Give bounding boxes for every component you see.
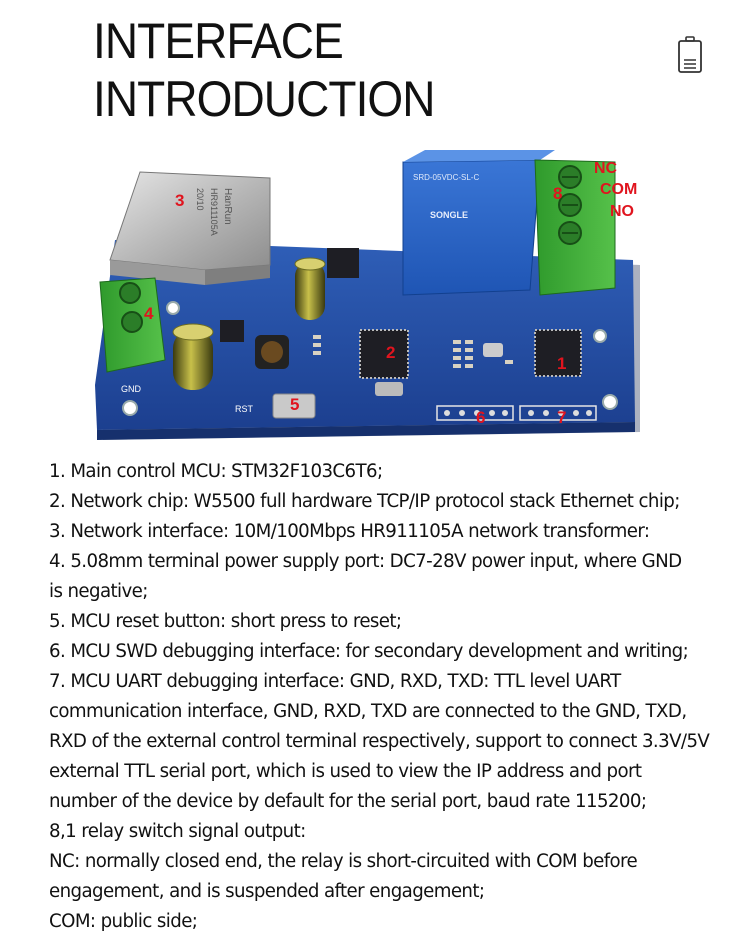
desc-line: is negative;: [49, 581, 148, 602]
desc-line: 6. MCU SWD debugging interface: for seco…: [49, 641, 689, 662]
battery-icon: [676, 36, 704, 74]
gnd-text: GND: [121, 384, 142, 394]
rst-text: RST: [235, 404, 254, 414]
relay-brand-text: SONGLE: [430, 210, 468, 220]
desc-line: COM: public side;: [49, 911, 198, 932]
callout-6: 6: [476, 408, 486, 427]
jack-model-text: HR911105A: [209, 188, 219, 236]
desc-line: 1. Main control MCU: STM32F103C6T6;: [49, 461, 383, 482]
desc-line: NC: normally closed end, the relay is sh…: [49, 851, 638, 872]
callout-4: 4: [144, 304, 154, 323]
desc-line: external TTL serial port, which is used …: [49, 761, 642, 782]
callout-nc: NC: [594, 160, 618, 177]
desc-line: RXD of the external control terminal res…: [49, 731, 710, 752]
page-title: INTERFACE INTRODUCTION: [93, 12, 436, 128]
desc-line: 7. MCU UART debugging interface: GND, RX…: [49, 671, 621, 692]
desc-line: 3. Network interface: 10M/100Mbps HR9111…: [49, 521, 650, 542]
jack-brand-text: HanRun: [222, 188, 233, 225]
callout-8: 8: [553, 184, 563, 203]
desc-line: 5. MCU reset button: short press to rese…: [49, 611, 402, 632]
pcb-board-photo: HanRun HR911105A 20/10 SRD-05VDC-SL-C SO…: [85, 150, 655, 450]
callout-com: COM: [600, 181, 638, 198]
relay-model-text: SRD-05VDC-SL-C: [413, 173, 479, 182]
desc-line: engagement, and is suspended after engag…: [49, 881, 485, 902]
callout-2: 2: [386, 343, 396, 362]
callout-5: 5: [290, 395, 300, 414]
desc-line: 8,1 relay switch signal output:: [49, 821, 306, 842]
callout-no: NO: [610, 203, 634, 220]
desc-line: communication interface, GND, RXD, TXD a…: [49, 701, 687, 722]
title-line-1: INTERFACE: [93, 13, 344, 69]
pcb-illustration: HanRun HR911105A 20/10 SRD-05VDC-SL-C SO…: [95, 150, 640, 440]
callout-3: 3: [175, 191, 185, 210]
callout-1: 1: [557, 354, 567, 373]
desc-line: 2. Network chip: W5500 full hardware TCP…: [49, 491, 680, 512]
jack-date-text: 20/10: [195, 188, 205, 211]
interface-description: 1. Main control MCU: STM32F103C6T6; 2. N…: [49, 457, 749, 937]
title-line-2: INTRODUCTION: [93, 71, 436, 127]
desc-line: number of the device by default for the …: [49, 791, 647, 812]
callout-7: 7: [557, 408, 567, 427]
desc-line: 4. 5.08mm terminal power supply port: DC…: [49, 551, 682, 572]
